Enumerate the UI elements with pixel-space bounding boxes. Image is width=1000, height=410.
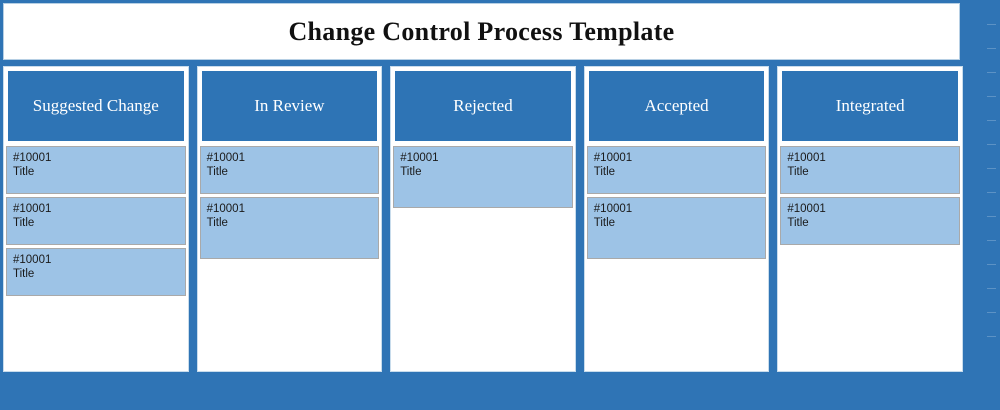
card-title: Title — [13, 268, 35, 281]
column-header-integrated: Integrated — [780, 69, 960, 143]
column-header-label: Accepted — [644, 96, 709, 115]
board-columns: Suggested Change #10001 Title #10001 Tit… — [3, 66, 963, 372]
card-list-in-review: #10001 Title #10001 Title — [199, 143, 380, 369]
card-id: #10001 — [13, 152, 52, 164]
column-header-label: Integrated — [835, 96, 905, 115]
column-in-review[interactable]: In Review #10001 Title #10001 Title — [196, 66, 383, 372]
card-title: Title — [787, 217, 809, 230]
card[interactable]: #10001 Title — [199, 197, 380, 259]
column-integrated[interactable]: Integrated #10001 Title #10001 Title — [777, 66, 963, 372]
page-title: Change Control Process Template — [288, 16, 675, 46]
card-title: Title — [206, 217, 228, 230]
card-list-accepted: #10001 Title #10001 Title — [586, 143, 767, 369]
card[interactable]: #10001 Title — [780, 146, 960, 194]
card-id: #10001 — [206, 203, 245, 215]
card-list-rejected: #10001 Title — [393, 143, 573, 369]
card-title: Title — [593, 217, 616, 230]
column-header-in-review: In Review — [199, 69, 380, 143]
card-title: Title — [206, 166, 228, 179]
card-title: Title — [400, 166, 422, 179]
card-id: #10001 — [13, 203, 52, 215]
card-title: Title — [787, 166, 809, 179]
card[interactable]: #10001 Title — [6, 197, 186, 245]
right-edge-ruler — [963, 0, 1000, 410]
column-header-suggested-change: Suggested Change — [6, 69, 186, 143]
card[interactable]: #10001 Title — [780, 197, 960, 245]
card-title: Title — [13, 217, 35, 230]
column-header-label: Suggested Change — [32, 96, 159, 115]
card-list-suggested-change: #10001 Title #10001 Title #10001 Title — [6, 143, 186, 369]
card-id: #10001 — [206, 152, 245, 164]
card-title: Title — [593, 166, 616, 179]
card-id: #10001 — [593, 203, 633, 215]
card[interactable]: #10001 Title — [199, 146, 380, 194]
card[interactable]: #10001 Title — [6, 146, 186, 194]
card[interactable]: #10001 Title — [6, 248, 186, 296]
card-id: #10001 — [787, 203, 826, 215]
card-id: #10001 — [593, 152, 633, 164]
column-header-rejected: Rejected — [393, 69, 573, 143]
board-title-bar: Change Control Process Template — [3, 3, 960, 60]
column-header-label: Rejected — [453, 96, 513, 115]
column-header-label: In Review — [254, 96, 325, 115]
card-list-integrated: #10001 Title #10001 Title — [780, 143, 960, 369]
column-rejected[interactable]: Rejected #10001 Title — [390, 66, 576, 372]
card[interactable]: #10001 Title — [586, 146, 767, 194]
card[interactable]: #10001 Title — [393, 146, 573, 208]
card-id: #10001 — [13, 254, 52, 266]
column-accepted[interactable]: Accepted #10001 Title #10001 Title — [583, 66, 770, 372]
column-header-accepted: Accepted — [586, 69, 767, 143]
card-title: Title — [13, 166, 35, 179]
column-suggested-change[interactable]: Suggested Change #10001 Title #10001 Tit… — [3, 66, 189, 372]
card-id: #10001 — [400, 152, 439, 164]
card[interactable]: #10001 Title — [586, 197, 767, 259]
card-id: #10001 — [787, 152, 826, 164]
